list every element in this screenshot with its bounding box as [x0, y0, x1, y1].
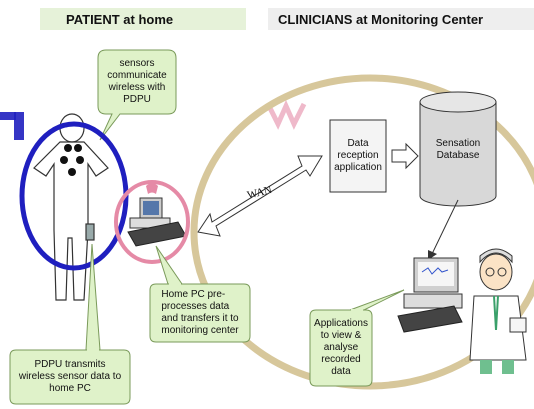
home-pc-callout-bubble	[149, 283, 251, 343]
monitoring-center-ring	[190, 74, 534, 390]
pdpu-device	[85, 223, 95, 241]
wan-arrow	[197, 155, 323, 237]
patient-header: PATIENT at home	[40, 8, 246, 30]
data-reception-box	[329, 119, 387, 193]
database-cylinder	[419, 91, 497, 207]
sensor-dot	[60, 156, 68, 164]
sensor-dot	[74, 144, 82, 152]
clinicians-header: CLINICIANS at Monitoring Center	[268, 8, 534, 30]
background-mark-left-top	[0, 112, 16, 120]
database-label: Sensation Database	[435, 138, 481, 161]
sensor-dot	[68, 168, 76, 176]
applications-callout-bubble	[309, 309, 373, 387]
clinician-figure	[469, 248, 527, 374]
background-mark-w	[265, 99, 307, 130]
pdpu-callout-bubble	[9, 349, 131, 405]
database-to-clinician-arrow	[431, 199, 459, 255]
sensor-highlight-ring	[19, 121, 129, 271]
sensors-callout-text: sensors communicate wireless with PDPU	[107, 58, 167, 105]
home-pc-callout-text: Home PC pre- processes data and transfer…	[161, 289, 239, 336]
patient-head	[59, 113, 85, 143]
patient-body	[33, 141, 109, 301]
background-mark-left	[14, 112, 24, 140]
home-pc-icon	[127, 197, 187, 247]
applications-callout-text: Applications to view & analyse recorded …	[314, 318, 368, 377]
background-mark-pink	[146, 183, 158, 194]
clinicians-header-label: CLINICIANS at Monitoring Center	[278, 11, 484, 27]
data-reception-label: Data reception application	[334, 138, 382, 173]
patient-header-label: PATIENT at home	[66, 11, 174, 27]
reception-to-database-arrow	[391, 142, 419, 170]
sensors-callout-bubble	[97, 49, 177, 141]
clinician-pc-icon	[397, 257, 463, 333]
patient-figure	[33, 113, 109, 301]
sensor-dots	[60, 144, 84, 176]
pdpu-callout-text: PDPU transmits wireless sensor data to h…	[18, 359, 122, 394]
home-pc-highlight-ring	[114, 180, 190, 264]
sensor-dot	[64, 144, 72, 152]
sensor-dot	[76, 156, 84, 164]
applications-callout-pointer	[349, 289, 405, 311]
